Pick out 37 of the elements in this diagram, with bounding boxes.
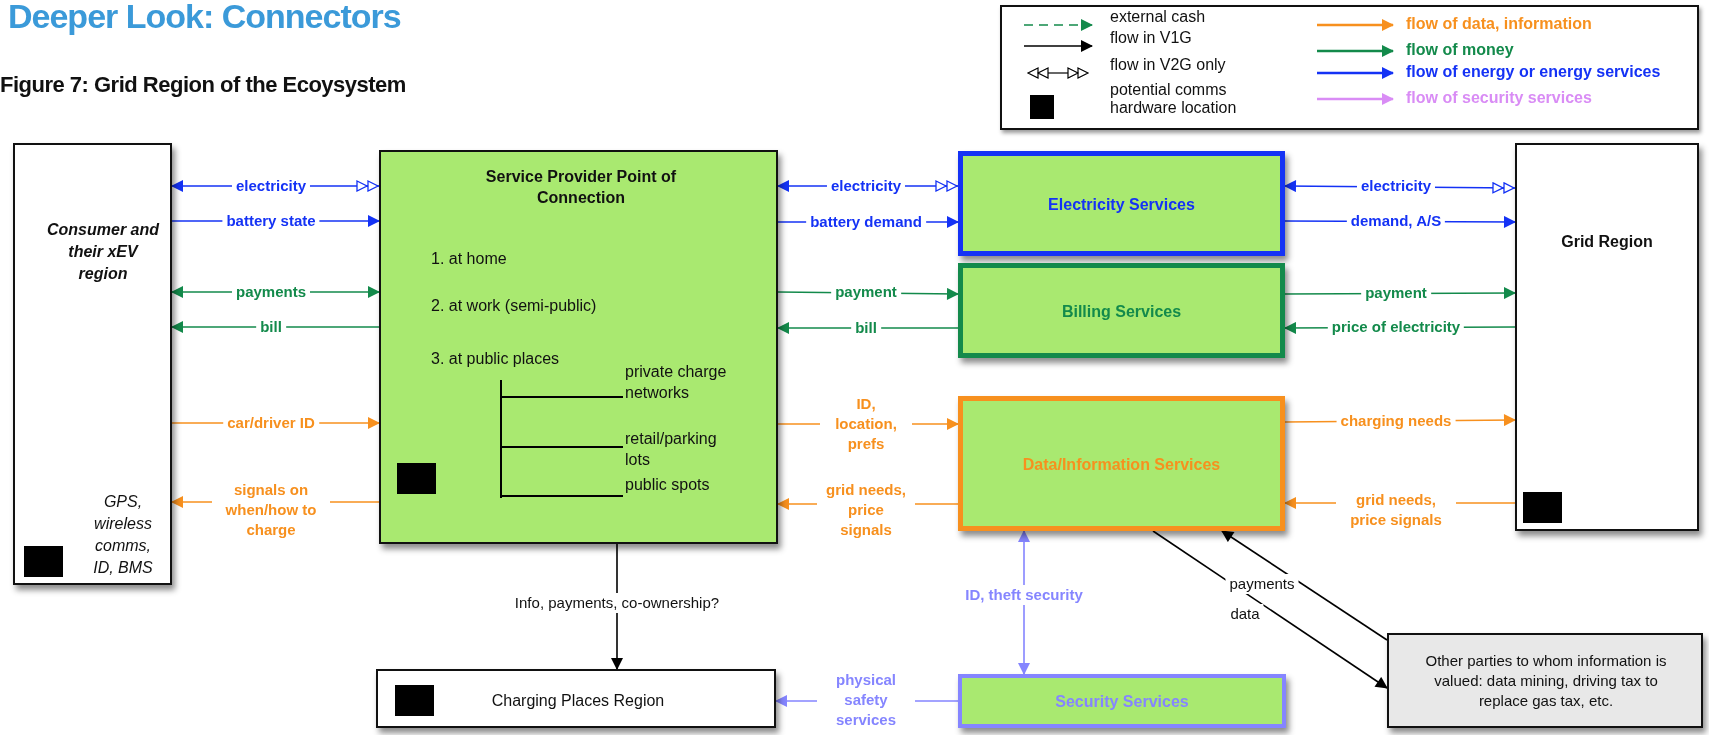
- legend-text: flow of energy or energy services: [1406, 63, 1661, 81]
- legend-text: flow of data, information: [1406, 15, 1592, 33]
- note-text: Other parties to whom information is valued: data mining, driving tax to replace gas tax, etc.: [1424, 651, 1668, 711]
- legend-text: flow in V2G only: [1110, 56, 1227, 74]
- region-box: [376, 669, 776, 728]
- service-name: Billing Services: [1060, 301, 1183, 320]
- legend-text: flow in V1G: [1110, 29, 1193, 47]
- list-item: 1. at home: [431, 249, 508, 268]
- node-title: Service Provider Point of Connection: [484, 167, 678, 208]
- edge-label: payments: [1225, 574, 1299, 594]
- hardware-note: GPS, wireless comms, ID, BMS: [92, 492, 154, 578]
- legend-text: flow of money: [1406, 41, 1514, 59]
- service-box: [958, 263, 1285, 358]
- region-box: [379, 150, 778, 544]
- service-box: [958, 396, 1285, 531]
- service-name: Data/Information Services: [1021, 454, 1222, 473]
- service-box: [958, 674, 1286, 728]
- region-title: Charging Places Region: [490, 691, 666, 710]
- region-box: [13, 143, 172, 585]
- arrow: [1152, 530, 1388, 689]
- list-item: private charge networks: [625, 362, 728, 403]
- list-item: 2. at work (semi-public): [431, 296, 598, 315]
- legend-text: potential comms hardware location: [1110, 81, 1238, 117]
- list-item: public spots: [625, 475, 711, 494]
- service-name: Security Services: [1054, 691, 1190, 711]
- legend-text: external cash: [1110, 8, 1207, 26]
- service-name: Electricity Services: [1047, 194, 1196, 213]
- note-box: [1387, 633, 1703, 728]
- list-item: 3. at public places: [431, 349, 561, 368]
- figure-caption: Figure 7: Grid Region of the Ecoysystem: [0, 72, 406, 98]
- region-box: [1515, 143, 1699, 531]
- region-title: Grid Region: [1560, 232, 1654, 251]
- region-title: Consumer and their xEV region: [46, 220, 161, 284]
- legend-text: flow of security services: [1406, 89, 1592, 107]
- service-box: [958, 151, 1285, 256]
- diagram-title: Deeper Look: Connectors: [8, 0, 401, 36]
- arrow: [1221, 530, 1388, 641]
